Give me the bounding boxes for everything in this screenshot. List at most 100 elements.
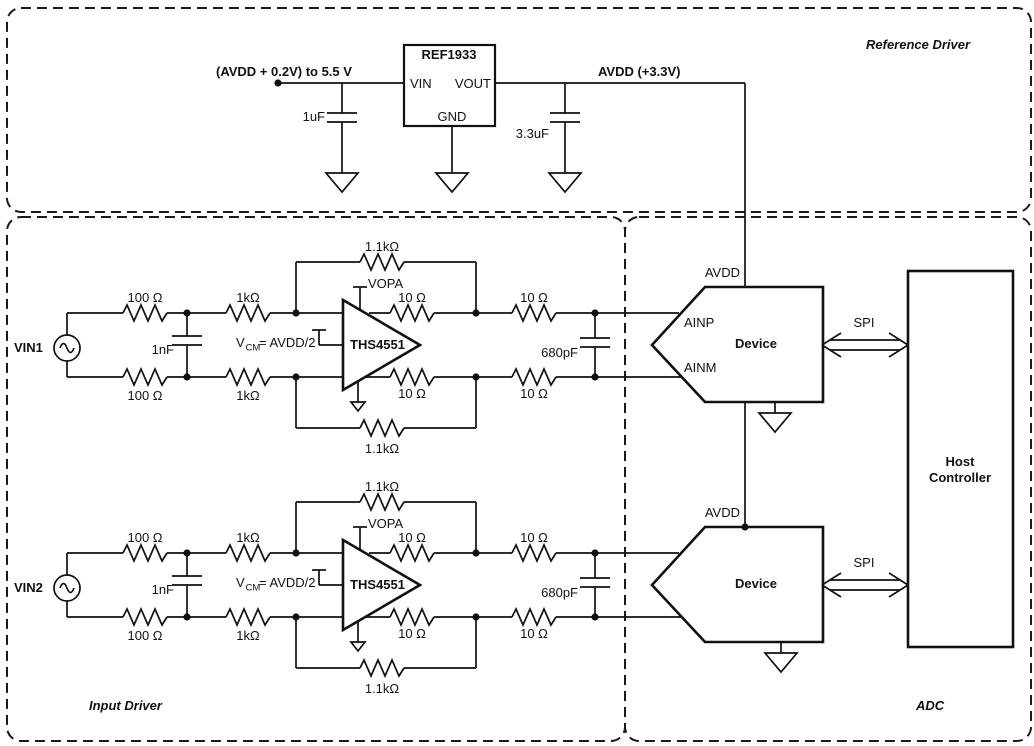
source-label-vin1: VIN1 (14, 340, 43, 355)
output-cap-value: 3.3uF (516, 126, 549, 141)
resistor-icon (225, 608, 271, 626)
ref1933-block (402, 43, 497, 128)
device-name: Device (735, 336, 777, 351)
resistor-icon (359, 419, 405, 437)
resistor-icon (225, 544, 271, 562)
ground-icon (548, 172, 582, 193)
capacitor-icon (579, 337, 611, 348)
resistor-icon (359, 253, 405, 271)
reference-input-voltage-label: (AVDD + 0.2V) to 5.5 V (216, 64, 352, 79)
input-wires (66, 552, 343, 618)
c-in-value: 1nF (152, 582, 174, 597)
amp-name: THS4551 (350, 577, 405, 592)
pin-label-vin: VIN (410, 76, 432, 91)
device-gnd-and-avdd-wires (744, 402, 776, 527)
reference-driver-circuit: (AVDD + 0.2V) to 5.5 V 1uF REF1933 VIN V… (216, 43, 746, 287)
resistor-icon (122, 368, 168, 386)
r-fb-top-value: 1.1kΩ (365, 239, 400, 254)
supply-label: VOPA (368, 276, 403, 291)
r-fb-top-value: 1.1kΩ (365, 479, 400, 494)
ac-source-icon (53, 574, 81, 602)
section-label-input-driver: Input Driver (89, 698, 163, 713)
input-channel-1: VIN1 100 Ω 100 Ω 1kΩ 1kΩ 1nF V CM = AVDD… (14, 239, 682, 456)
r-gain-top-value: 1kΩ (236, 290, 260, 305)
r-gain-bot-value: 1kΩ (236, 388, 260, 403)
r-fb-bot-value: 1.1kΩ (365, 681, 400, 696)
c-in-value: 1nF (152, 342, 174, 357)
supply-label: VOPA (368, 516, 403, 531)
adc-frame (624, 216, 1032, 742)
r-src-bot-value: 100 Ω (127, 388, 162, 403)
r-out1-top-value: 10 Ω (398, 290, 426, 305)
section-label-adc: ADC (915, 698, 945, 713)
vcm-subscript: CM (246, 583, 261, 594)
resistor-icon (511, 368, 557, 386)
resistor-icon (122, 608, 168, 626)
section-label-reference-driver: Reference Driver (866, 37, 971, 52)
resistor-icon (122, 304, 168, 322)
r-out2-top-value: 10 Ω (520, 290, 548, 305)
r-out1-bot-value: 10 Ω (398, 626, 426, 641)
host-controller-name-line1: Host (946, 454, 976, 469)
c-filt-value: 680pF (541, 585, 578, 600)
reference-driver-frame (6, 7, 1032, 213)
resistor-icon (511, 544, 557, 562)
c-filt-value: 680pF (541, 345, 578, 360)
capacitor-icon (171, 575, 203, 586)
resistor-icon (389, 304, 435, 322)
resistor-icon (389, 544, 435, 562)
resistor-icon (359, 493, 405, 511)
amp-name: THS4551 (350, 337, 405, 352)
input-cap-value: 1uF (303, 109, 325, 124)
ground-icon (350, 641, 366, 652)
source-label-vin2: VIN2 (14, 580, 43, 595)
r-fb-bot-value: 1.1kΩ (365, 441, 400, 456)
resistor-icon (122, 544, 168, 562)
vcm-subscript: CM (246, 343, 261, 354)
capacitor-icon (171, 335, 203, 346)
host-controller-block (906, 269, 1015, 649)
pin-label-ainm: AINM (684, 360, 717, 375)
pin-label-avdd: AVDD (705, 265, 740, 280)
spi-bus-label: SPI (854, 555, 875, 570)
input-wires (66, 312, 343, 378)
pin-label-ainp: AINP (684, 315, 714, 330)
adc-device-1: AVDD AINP AINM Device SPI (650, 265, 909, 527)
ground-icon (435, 172, 469, 193)
resistor-icon (511, 608, 557, 626)
feedback-wires (295, 501, 477, 669)
regulator-name: REF1933 (422, 47, 477, 62)
capacitor-icon (549, 112, 581, 123)
pin-label-avdd: AVDD (705, 505, 740, 520)
spi-bus-arrow-icon (821, 332, 909, 358)
r-src-bot-value: 100 Ω (127, 628, 162, 643)
vcm-lead (318, 570, 343, 586)
spi-bus-arrow-icon (821, 572, 909, 598)
resistor-icon (225, 368, 271, 386)
adc-device-2: AVDD Device SPI (650, 505, 909, 673)
ground-icon (764, 652, 798, 673)
junction-dot (741, 523, 749, 531)
capacitor-icon (579, 577, 611, 588)
capacitor-icon (326, 112, 358, 123)
r-out1-bot-value: 10 Ω (398, 386, 426, 401)
ground-icon (325, 172, 359, 193)
ground-icon (350, 401, 366, 412)
feedback-wires (295, 261, 477, 429)
vcm-label: V (236, 335, 245, 350)
avdd-rail-label: AVDD (+3.3V) (598, 64, 680, 79)
ground-icon (758, 412, 792, 433)
device-name: Device (735, 576, 777, 591)
vcm-equation: = AVDD/2 (259, 335, 315, 350)
spi-bus-label: SPI (854, 315, 875, 330)
r-src-top-value: 100 Ω (127, 290, 162, 305)
r-out1-top-value: 10 Ω (398, 530, 426, 545)
r-src-top-value: 100 Ω (127, 530, 162, 545)
r-out2-top-value: 10 Ω (520, 530, 548, 545)
reference-wires (278, 82, 746, 287)
r-gain-top-value: 1kΩ (236, 530, 260, 545)
vcm-equation: = AVDD/2 (259, 575, 315, 590)
resistor-icon (511, 304, 557, 322)
